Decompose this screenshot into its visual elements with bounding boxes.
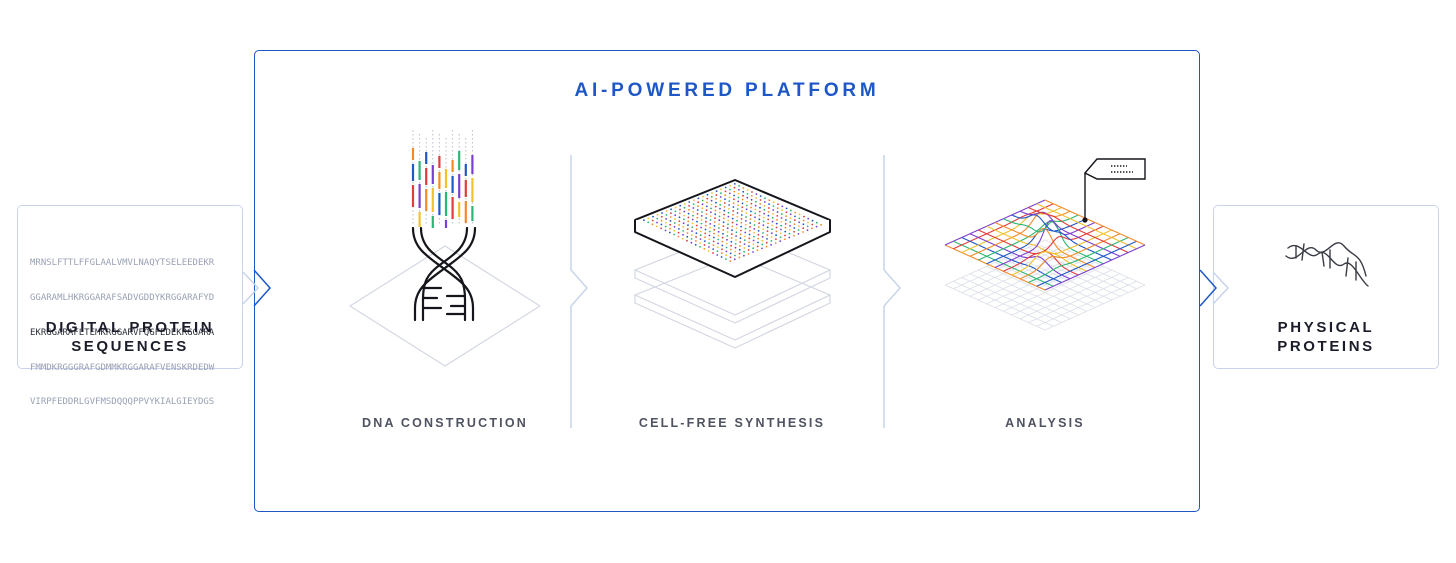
platform-box <box>254 50 1200 512</box>
input-label: DIGITAL PROTEIN SEQUENCES <box>17 318 243 356</box>
step-label-dna-construction: DNA CONSTRUCTION <box>362 416 528 430</box>
chevron-right-icon <box>253 269 272 307</box>
output-label-line-1: PHYSICAL <box>1277 319 1375 336</box>
chevron-right-icon <box>1212 271 1230 305</box>
analysis-grid-icon <box>944 158 1146 331</box>
chevron-right-icon <box>570 269 589 307</box>
sequence-line: GGARAMLHKRGGARAFSADVGDDYKRGGARAFYD <box>30 292 215 303</box>
input-label-line-2: SEQUENCES <box>71 338 189 355</box>
step-label-cell-free-synthesis: CELL-FREE SYNTHESIS <box>638 416 826 430</box>
platform-title: AI-POWERED PLATFORM <box>574 80 880 101</box>
protein-helix-icon <box>1285 242 1369 287</box>
protein-sequence-text: MRNSLFTTLFFGLAALVMVLNAQYTSELEEDEKR GGARA… <box>30 235 214 421</box>
sequence-line: MRNSLFTTLFFGLAALVMVLNAQYTSELEEDEKR <box>30 258 215 269</box>
chevron-right-icon <box>883 269 902 307</box>
microplate-icon <box>633 179 832 349</box>
sequence-line: VIRPFEDDRLGVFMSDQQQPPVYKIALGIEYDGS <box>30 397 215 408</box>
sequence-line: FMMDKRGGGRAFGDMMKRGGARAFVENSKRDEDW <box>30 362 215 373</box>
chevron-right-icon <box>1199 269 1218 307</box>
step-label-analysis: ANALYSIS <box>1005 416 1085 430</box>
chevron-right-icon <box>242 271 260 305</box>
dna-construction-icon <box>349 130 541 367</box>
output-label: PHYSICAL PROTEINS <box>1213 318 1439 356</box>
output-box <box>1213 205 1439 369</box>
sequence-line-highlighted: EKRGGARAFLTEMKRGGARVFQGFEDEKRGGARA <box>30 327 215 338</box>
input-label-line-1: DIGITAL PROTEIN <box>45 319 215 336</box>
input-box <box>17 205 243 369</box>
output-label-line-2: PROTEINS <box>1277 338 1375 355</box>
